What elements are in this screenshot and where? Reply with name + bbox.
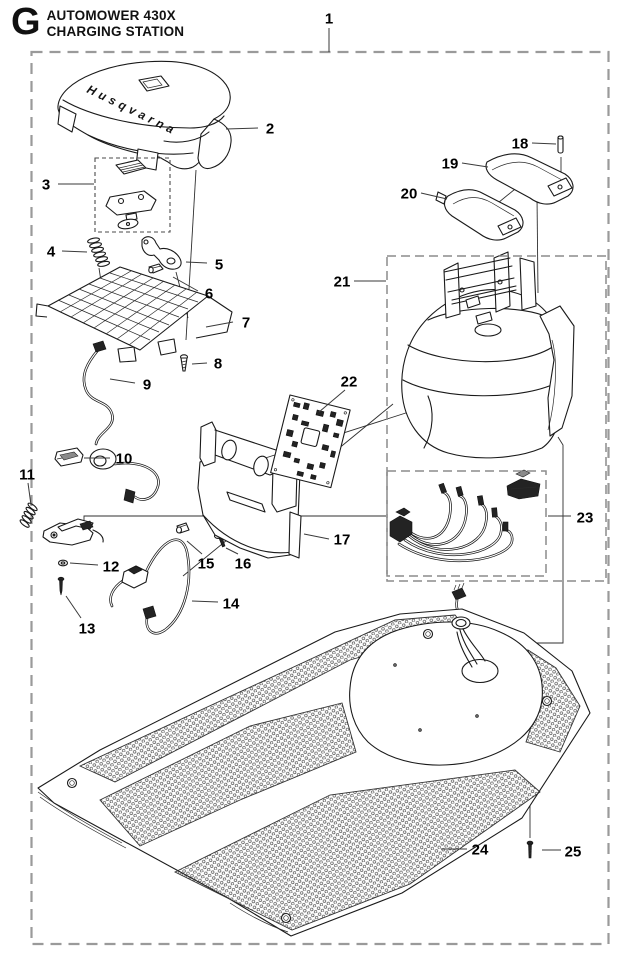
part-9-cable	[82, 340, 160, 504]
diagram-header: G AUTOMOWER 430X CHARGING STATION	[11, 1, 185, 43]
title-line-1: AUTOMOWER 430X	[46, 8, 176, 23]
leader-line-12	[69, 562, 99, 566]
callout-7: 7	[242, 315, 250, 332]
part-20-contact-arm	[435, 189, 524, 241]
callout-22: 22	[341, 374, 358, 391]
part-19-contact-arm	[485, 153, 574, 205]
part-7-chassis-frame	[35, 266, 233, 363]
callout-20: 20	[401, 186, 418, 203]
leader-line-11	[27, 482, 32, 506]
leader-line-7	[205, 321, 234, 328]
leader-line-9	[109, 378, 136, 384]
callout-16: 16	[235, 556, 252, 573]
callout-12: 12	[103, 559, 120, 576]
leader-line-16	[225, 547, 239, 555]
leader-line-14	[191, 600, 219, 603]
callout-11: 11	[19, 467, 35, 484]
leader-line-8	[191, 362, 208, 365]
part-4-spring	[87, 237, 111, 267]
diagram-title: AUTOMOWER 430X CHARGING STATION	[47, 5, 185, 40]
callout-14: 14	[223, 596, 240, 613]
group-box-3	[94, 157, 171, 233]
leader-line-13	[65, 595, 82, 619]
leader-line-5	[185, 261, 208, 264]
callout-15: 15	[198, 556, 215, 573]
leader-line-20	[420, 192, 448, 200]
part-15-plug	[175, 522, 190, 534]
callout-2: 2	[266, 121, 274, 138]
section-letter: G	[11, 1, 41, 43]
callout-10: 10	[116, 451, 133, 468]
part-12-washer	[57, 559, 69, 567]
dashed-box-layer	[94, 157, 607, 582]
part-22-circuit-board	[270, 394, 351, 489]
leader-line-6	[172, 276, 199, 292]
leader-line-19	[461, 162, 489, 168]
leader-line-22	[318, 389, 346, 413]
part-3-latch-kit	[105, 159, 157, 230]
part-18-hinge-pin	[557, 135, 564, 154]
callout-25: 25	[565, 844, 582, 861]
part-24-base-plate	[37, 608, 591, 937]
part-11-spring	[19, 502, 38, 528]
callout-19: 19	[442, 156, 459, 173]
callout-13: 13	[79, 621, 96, 638]
group-box-23	[386, 470, 547, 577]
switch-bracket-assembly	[42, 518, 104, 546]
part-8-screw	[179, 354, 189, 372]
diagram-border	[30, 50, 610, 946]
callout-9: 9	[143, 377, 151, 394]
callout-8: 8	[214, 356, 222, 373]
leader-line-2	[225, 127, 259, 130]
part-25-screw	[526, 840, 534, 859]
leader-line-18	[531, 142, 557, 145]
part-5-latch-lever	[141, 236, 182, 270]
callout-6: 6	[205, 286, 213, 303]
title-line-2: CHARGING STATION	[46, 24, 185, 40]
callout-1: 1	[325, 11, 333, 28]
part-6-pin	[148, 263, 164, 274]
callout-3: 3	[42, 177, 50, 194]
screw-bosses	[66, 628, 553, 924]
part-13-screw	[57, 576, 65, 596]
leader-line-4	[61, 250, 88, 253]
callout-4: 4	[47, 244, 56, 261]
part-10-connector	[54, 447, 84, 467]
callout-18: 18	[512, 136, 529, 153]
callout-5: 5	[215, 257, 223, 274]
part-2-top-cover: Husqvarna	[57, 60, 232, 171]
part-23-cable-harness	[389, 469, 541, 563]
callout-23: 23	[577, 510, 594, 527]
part-14-loop-cable	[109, 538, 191, 635]
callout-21: 21	[334, 274, 351, 291]
group-box-21	[386, 255, 607, 582]
part-21-charging-tower	[401, 251, 575, 459]
callout-24: 24	[472, 842, 489, 859]
callout-17: 17	[334, 532, 351, 549]
leader-line-17	[303, 533, 330, 540]
leader-line-15	[186, 540, 203, 555]
